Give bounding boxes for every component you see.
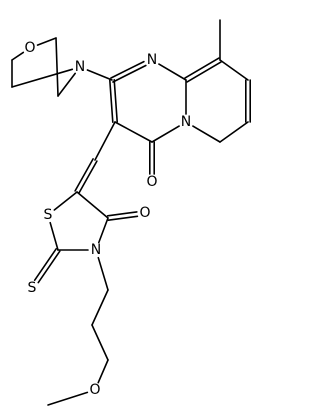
bond-line: [151, 125, 180, 143]
bond-line: [219, 121, 249, 143]
bond-line: [184, 57, 220, 79]
atom-label-background: [89, 243, 103, 257]
atom-label-background: [145, 175, 159, 189]
atom-n-morph: N: [73, 59, 87, 75]
atom-label-background: [25, 281, 39, 295]
atom-label: O: [24, 40, 35, 56]
bond-line: [74, 158, 94, 192]
atom-n4: N: [179, 114, 193, 130]
bond-line: [11, 68, 74, 88]
atom-o-ether: O: [88, 382, 102, 398]
bond-line: [107, 215, 139, 221]
atom-label: N: [147, 52, 157, 68]
bond-line: [98, 217, 109, 244]
bond-line: [76, 191, 109, 219]
atom-o-morph: O: [23, 40, 37, 56]
atom-label: N: [181, 114, 191, 130]
bond-line: [47, 391, 89, 406]
atom-label: N: [75, 59, 85, 75]
atom-label-background: [88, 383, 102, 397]
atom-n-thz: N: [89, 242, 103, 258]
atom-label-background: [41, 208, 55, 222]
atom-label: O: [139, 205, 150, 221]
bond-line: [97, 359, 109, 384]
atom-label-background: [179, 115, 193, 129]
bond-line: [110, 60, 145, 79]
bond-line: [192, 125, 221, 143]
bond-line: [109, 79, 114, 123]
bond-line: [91, 289, 109, 326]
bond-line: [11, 51, 25, 61]
atom-label: O: [146, 174, 157, 190]
bond-line: [78, 160, 98, 194]
bond-line: [91, 324, 109, 361]
atom-label: N: [91, 242, 101, 258]
bond-line: [94, 121, 116, 161]
bond-line: [37, 250, 61, 284]
bond-line: [106, 211, 138, 217]
atom-label-background: [73, 60, 87, 74]
bond-line: [97, 256, 109, 291]
bond-line: [53, 191, 78, 211]
bond-line: [36, 37, 57, 46]
atom-label: S: [28, 280, 37, 296]
atom-label: S: [44, 207, 53, 223]
bond-line: [49, 221, 59, 251]
atom-o-thz: O: [138, 205, 152, 221]
atom-o-ketone: O: [145, 174, 159, 190]
bond-line: [219, 59, 249, 81]
atom-label: O: [89, 382, 100, 398]
atom-label-background: [145, 53, 159, 67]
bond-line: [112, 64, 147, 83]
bond-line: [113, 79, 118, 123]
atom-label-background: [138, 206, 152, 220]
bond-line: [57, 72, 76, 97]
atom-n1: N: [145, 52, 159, 68]
bond-line: [33, 248, 58, 282]
molecule-structure-drawing: O N N N O S O N S O: [11, 19, 251, 406]
atom-s-ring: S: [41, 207, 55, 223]
bond-line: [186, 61, 222, 83]
bond-line: [55, 37, 59, 97]
atom-label-layer: O N N N O S O N S O: [23, 40, 193, 398]
atom-s-thione: S: [25, 280, 39, 296]
bond-line: [114, 121, 153, 143]
bond-line: [86, 69, 113, 81]
atom-label-background: [23, 41, 37, 55]
bond-layer: [11, 19, 251, 406]
bond-line: [158, 63, 187, 81]
